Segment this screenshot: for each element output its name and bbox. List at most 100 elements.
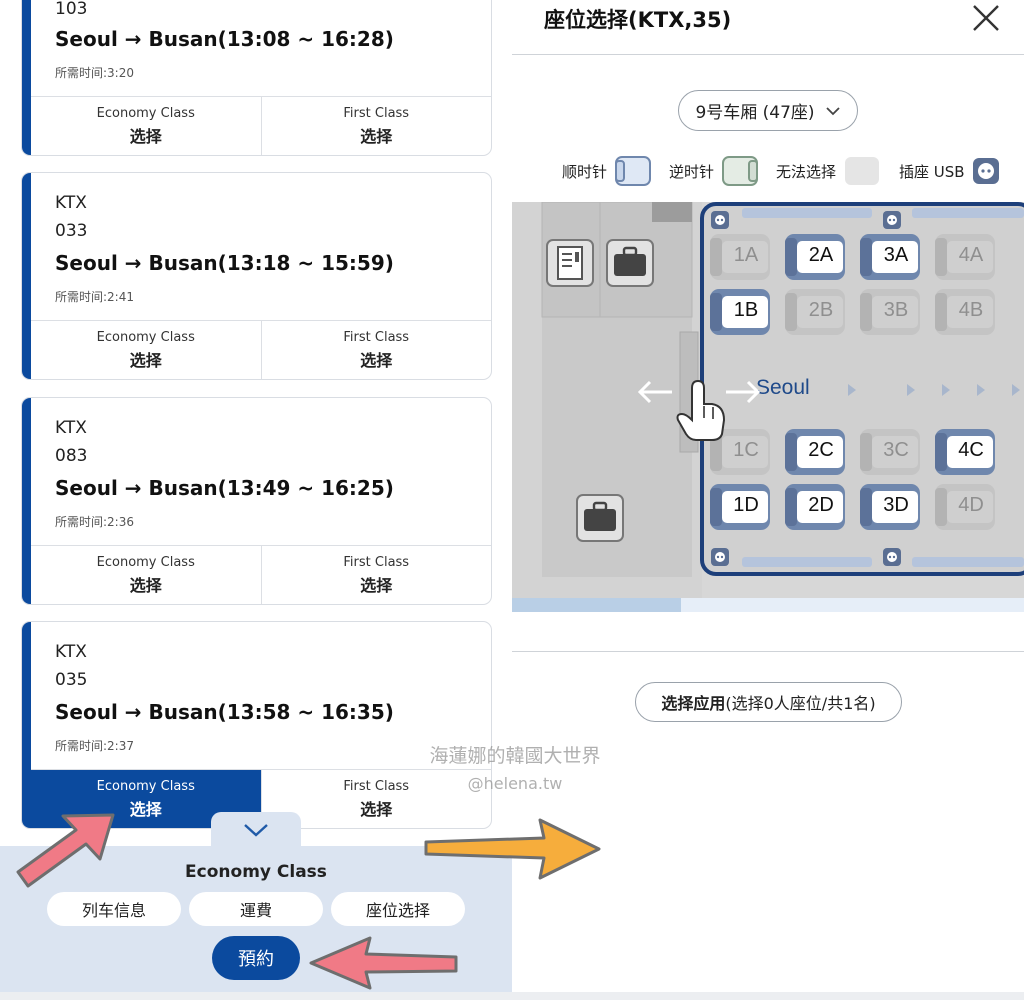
train-route: Seoul → Busan(13:18 ~ 15:59) — [55, 251, 394, 275]
train-route: Seoul → Busan(13:08 ~ 16:28) — [55, 27, 394, 51]
train-number: 033 — [55, 221, 88, 241]
apply-selection-button[interactable]: 选择应用 (选择0人座位/共1名) — [635, 682, 902, 722]
luggage-icon — [606, 239, 654, 287]
seat-clockwise-icon — [615, 156, 652, 186]
train-duration: 所需时间:2:36 — [55, 515, 134, 529]
seat-selection-button[interactable]: 座位选择 — [331, 892, 465, 926]
seat-label: 2C — [808, 439, 834, 461]
booking-bottom-sheet: Economy Class 列车信息 運費 座位选择 預約 — [0, 846, 512, 1000]
seat-4d: 4D — [933, 482, 997, 532]
class-name: Economy Class — [96, 778, 195, 794]
usb-outlet-icon — [883, 548, 901, 566]
seat-2c[interactable]: 2C — [783, 427, 847, 477]
seat-2a[interactable]: 2A — [783, 232, 847, 282]
train-card[interactable]: 103 Seoul → Busan(13:08 ~ 16:28) 所需时间:3:… — [21, 0, 492, 156]
seat-unavailable-icon — [845, 157, 880, 185]
first-class-option[interactable]: First Class 选择 — [260, 97, 492, 155]
train-card[interactable]: KTX 035 Seoul → Busan(13:58 ~ 16:35) 所需时… — [21, 621, 492, 829]
legend-label: 逆时针 — [669, 162, 715, 181]
seat-shape — [935, 289, 995, 335]
train-type: KTX — [55, 193, 87, 213]
train-duration: 所需时间:2:41 — [55, 290, 134, 304]
train-duration: 所需时间:3:20 — [55, 66, 134, 80]
legend-usb: 插座 USB — [899, 153, 1001, 189]
swipe-hint-icon — [637, 379, 761, 441]
car-select-dropdown[interactable]: 9号车厢 (47座) — [678, 90, 858, 131]
seat-label: 4C — [958, 439, 984, 461]
seat-label: 4D — [958, 494, 984, 516]
scroll-progress-fill — [512, 598, 681, 612]
card-accent-bar — [22, 173, 31, 379]
seat-label: 2A — [808, 244, 834, 266]
economy-class-option[interactable]: Economy Class 选择 — [31, 321, 261, 379]
seat-1a: 1A — [708, 232, 772, 282]
train-route: Seoul → Busan(13:49 ~ 16:25) — [55, 476, 394, 500]
seat-4b: 4B — [933, 287, 997, 337]
seat-shape — [785, 429, 845, 475]
class-name: First Class — [343, 329, 410, 345]
class-options: Economy Class 选择 First Class 选择 — [31, 96, 491, 155]
train-route: Seoul → Busan(13:58 ~ 16:35) — [55, 700, 394, 724]
seat-label: 1B — [733, 299, 759, 321]
seat-3d[interactable]: 3D — [858, 482, 922, 532]
seat-shape — [935, 429, 995, 475]
economy-class-option[interactable]: Economy Class 选择 — [31, 546, 261, 604]
seat-shape — [935, 234, 995, 280]
train-card[interactable]: KTX 033 Seoul → Busan(13:18 ~ 15:59) 所需时… — [21, 172, 492, 380]
car-select-value: 9号车厢 (47座) — [695, 103, 815, 123]
legend-counterclockwise: 逆时针 — [669, 153, 762, 189]
seat-4c[interactable]: 4C — [933, 427, 997, 477]
seat-shape — [710, 234, 770, 280]
class-options: Economy Class 选择 First Class 选择 — [31, 545, 491, 604]
class-name: Economy Class — [96, 329, 195, 345]
close-icon[interactable] — [970, 2, 1002, 34]
first-class-option[interactable]: First Class 选择 — [260, 321, 492, 379]
collapse-sheet-button[interactable] — [211, 812, 301, 848]
train-card[interactable]: KTX 083 Seoul → Busan(13:49 ~ 16:25) 所需时… — [21, 397, 492, 605]
train-type: KTX — [55, 642, 87, 662]
economy-class-option[interactable]: Economy Class 选择 — [31, 97, 261, 155]
seat-2d[interactable]: 2D — [783, 482, 847, 532]
seat-label: 4A — [958, 244, 984, 266]
seat-shape — [785, 234, 845, 280]
header-divider — [512, 54, 1024, 55]
usb-outlet-icon — [972, 158, 999, 184]
first-class-option[interactable]: First Class 选择 — [260, 770, 492, 828]
seat-shape — [860, 234, 920, 280]
class-name: First Class — [343, 105, 410, 121]
seat-3a[interactable]: 3A — [858, 232, 922, 282]
seat-1d[interactable]: 1D — [708, 482, 772, 532]
seat-selection-panel: 座位选择(KTX,35) 9号车厢 (47座) 顺时针 逆时针 — [512, 0, 1024, 1000]
seat-label: 3A — [883, 244, 909, 266]
usb-outlet-icon — [711, 211, 729, 229]
legend-unavailable: 无法选择 — [776, 153, 884, 189]
usb-outlet-icon — [711, 548, 729, 566]
select-label: 选择 — [360, 575, 393, 595]
seat-3c: 3C — [858, 427, 922, 477]
seat-label: 3D — [883, 494, 909, 516]
class-options: Economy Class 选择 First Class 选择 — [31, 320, 491, 379]
seat-shape — [710, 429, 770, 475]
seat-1b[interactable]: 1B — [708, 287, 772, 337]
chevron-down-icon — [825, 106, 840, 115]
book-button[interactable]: 預約 — [212, 936, 300, 980]
seat-map-scroll-progress — [512, 598, 1024, 612]
bottom-strip — [0, 992, 1024, 1000]
train-info-button[interactable]: 列车信息 — [47, 892, 181, 926]
seat-shape — [785, 484, 845, 530]
direction-label: Seoul — [756, 376, 810, 399]
train-number: 035 — [55, 670, 88, 690]
legend-clockwise: 顺时针 — [562, 153, 655, 189]
seat-label: 3C — [883, 439, 909, 461]
fare-button[interactable]: 運費 — [189, 892, 323, 926]
card-accent-bar — [22, 0, 31, 155]
select-label: 选择 — [360, 126, 393, 146]
first-class-option[interactable]: First Class 选择 — [260, 546, 492, 604]
legend-label: 无法选择 — [776, 162, 837, 181]
class-name: First Class — [343, 778, 410, 794]
usb-outlet-icon — [883, 211, 901, 229]
bottom-sheet-title: Economy Class — [185, 862, 327, 882]
legend-label: 顺时针 — [562, 162, 608, 181]
